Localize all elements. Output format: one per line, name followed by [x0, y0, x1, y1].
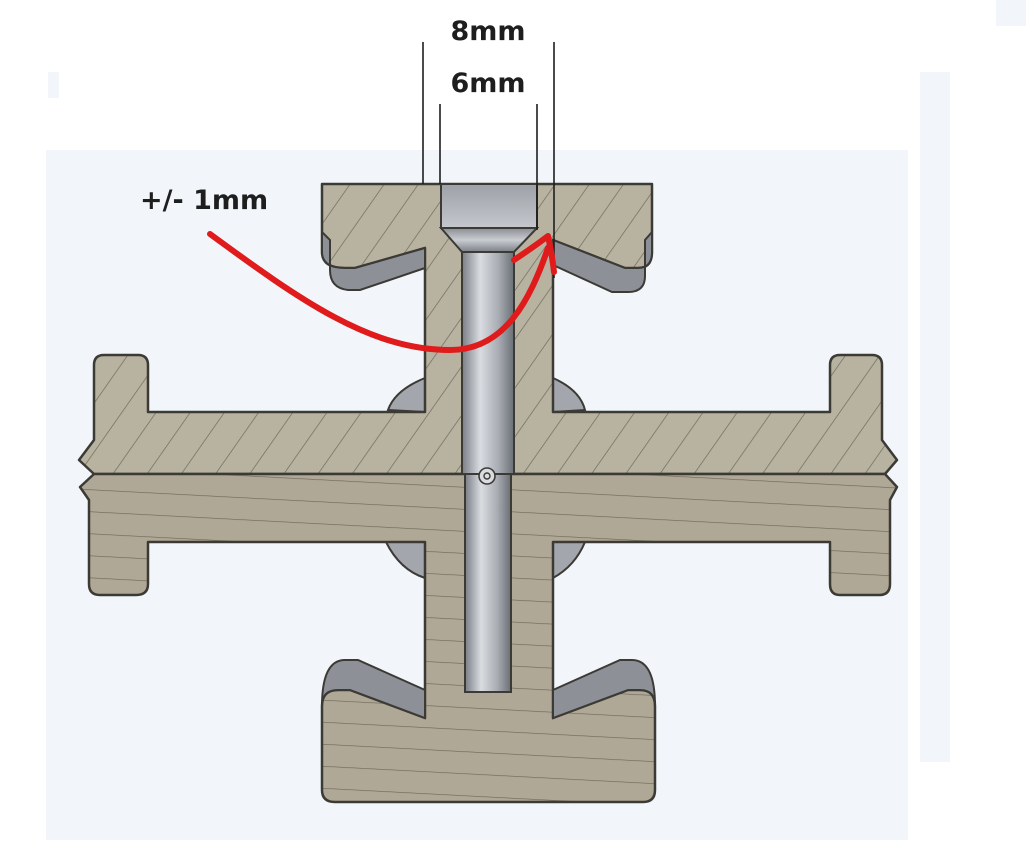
bolt-thread: [464, 473, 512, 693]
top-left-recess: [321, 229, 426, 291]
tolerance-label: +/- 1mm: [140, 185, 268, 216]
bottom-left-recess: [321, 659, 426, 720]
nut-edge-left: [386, 376, 426, 414]
nut-edge-right: [552, 376, 587, 414]
curved-arrow-icon: [207, 231, 557, 354]
center-mark-icon: [478, 467, 496, 485]
top-right-tab: [996, 0, 1026, 26]
bottom-right-recess: [552, 659, 656, 720]
bolt-shank: [461, 251, 515, 475]
top-left-tab: [48, 72, 59, 98]
dim-label-8mm: 8mm: [450, 16, 525, 47]
dim-label-6mm: 6mm: [450, 68, 525, 99]
side-panel: [920, 72, 950, 762]
bolt-head: [440, 183, 538, 229]
